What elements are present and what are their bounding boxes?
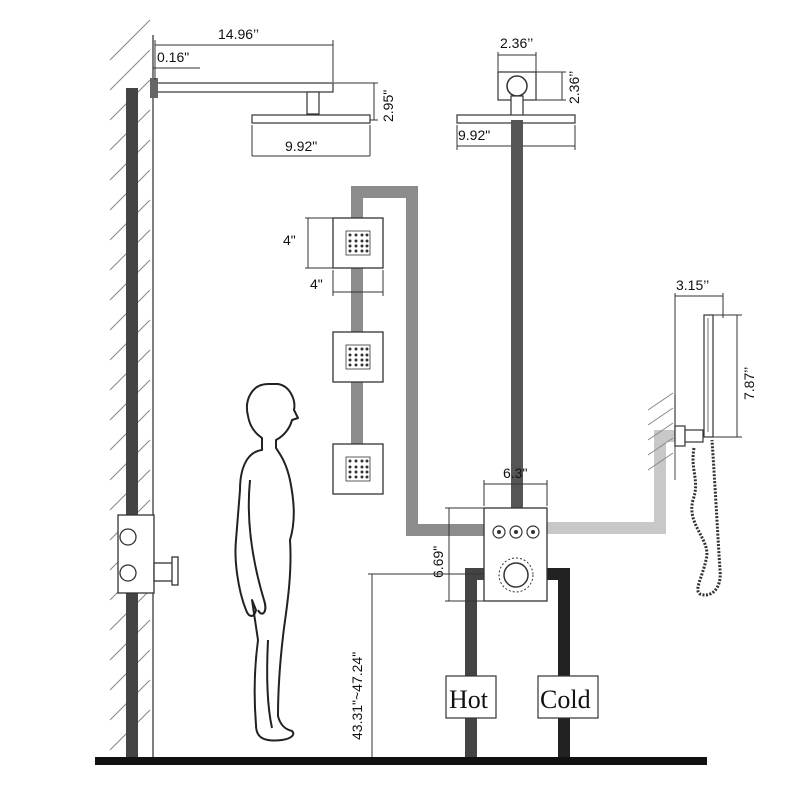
handheld-holder <box>684 429 704 443</box>
hot-label-box <box>445 675 497 719</box>
cold-supply-pipe <box>547 568 570 757</box>
pipes <box>351 120 680 757</box>
cold-label: Cold <box>540 685 591 714</box>
valve-width-dim: 6.3" <box>503 465 527 481</box>
jet-width-dim: 4" <box>310 276 323 292</box>
head-width-left-dim: 9.92" <box>285 138 317 154</box>
shower-head-left <box>251 114 371 124</box>
handheld-shower-assembly: 3.15’’ 7.87’’ <box>647 277 757 597</box>
in-wall-valve <box>117 514 179 594</box>
floor <box>95 757 707 765</box>
handheld-hose <box>690 439 722 597</box>
body-jet-middle <box>332 331 384 383</box>
arm-connector <box>306 91 320 115</box>
temperature-dial-icon <box>503 562 529 588</box>
wall-gap-dim: 0.16" <box>157 49 189 65</box>
supply-labels: Hot Cold <box>445 675 599 719</box>
wall-pipe <box>126 88 138 760</box>
valve-height-dim: 6.69" <box>430 546 446 578</box>
head-width-right-dim: 9.92" <box>458 127 490 143</box>
body-jets: 4" 4" <box>283 217 384 495</box>
handheld-supply-pipe <box>547 430 680 534</box>
body-jet-top <box>332 217 384 269</box>
jet-height-dim: 4" <box>283 232 296 248</box>
arm-drop-dim: 2.95" <box>380 90 396 122</box>
mounting-height-dim-group: 43.31"~47.24" <box>349 573 484 757</box>
body-jet-bottom <box>332 443 384 495</box>
hot-label: Hot <box>449 685 489 714</box>
left-shower-head-assembly: 14.96’’ 0.16" 2.95" 9.92" <box>150 26 396 157</box>
handheld-length-dim: 7.87’’ <box>741 367 757 400</box>
shower-arm <box>154 82 334 93</box>
cold-label-box <box>537 675 599 719</box>
handheld-wall-elbow <box>674 425 686 447</box>
handheld-wand <box>703 314 714 438</box>
mount-height-dim: 43.31"~47.24" <box>349 652 365 740</box>
human-figure <box>234 383 299 742</box>
mixing-valve: 6.3" 6.69" <box>430 465 548 602</box>
handheld-width-dim: 3.15’’ <box>676 277 709 293</box>
flange-height-dim: 2.36’’ <box>566 71 582 104</box>
wall-flange <box>150 78 158 98</box>
arm-length-dim: 14.96’’ <box>218 26 259 42</box>
left-wall <box>109 19 154 760</box>
ceiling-supply-pipe <box>511 120 523 510</box>
flange-width-dim: 2.36’’ <box>500 35 533 51</box>
